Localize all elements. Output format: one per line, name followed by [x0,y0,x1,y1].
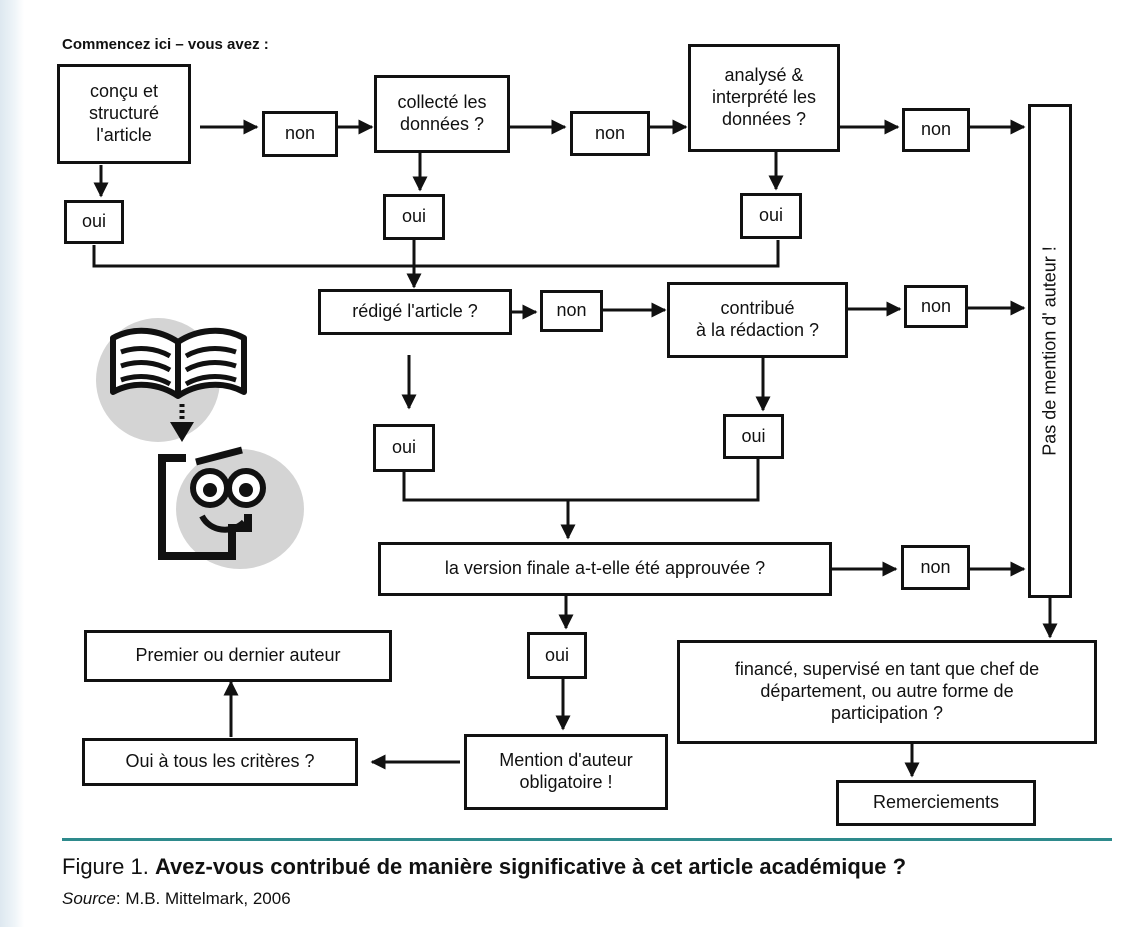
edge-oui-join [92,240,780,268]
node-mention: Mention d'auteur obligatoire ! [464,734,668,810]
node-analyse: analysé & interprété les données ? [688,44,840,152]
node-redige: rédigé l'article ? [318,289,512,335]
node-finance: financé, supervisé en tant que chef de d… [677,640,1097,744]
figure-caption: Figure 1. Avez-vous contribué de manière… [62,854,906,880]
edge-oui-join-2 [402,459,760,502]
node-collecte: collecté les données ? [374,75,510,153]
node-non-1: non [262,111,338,157]
node-premier: Premier ou dernier auteur [84,630,392,682]
book-icon [110,327,247,399]
caption-prefix: Figure 1. [62,854,149,879]
pas-mention-label: Pas de mention d' auteur ! [1039,246,1060,456]
node-non-3: non [902,108,970,152]
node-non-2: non [570,111,650,156]
node-pas-mention: Pas de mention d' auteur ! [1028,104,1072,598]
node-oui-6: oui [527,632,587,679]
down-arrow-icon [170,404,194,442]
source-label: Source [62,889,116,908]
illustration-shadow-bottom [176,449,304,569]
book-reader-illustration [96,318,304,569]
node-contribue: contribué à la rédaction ? [667,282,848,358]
node-remerciements: Remerciements [836,780,1036,826]
face-icon [158,446,266,560]
caption-rule [62,838,1112,841]
node-concu: conçu et structuré l'article [57,64,191,164]
source-text: : M.B. Mittelmark, 2006 [115,889,291,908]
figure-source: Source: M.B. Mittelmark, 2006 [62,889,291,909]
node-oui-5: oui [723,414,784,459]
caption-title: Avez-vous contribué de manière significa… [154,854,907,879]
node-oui-4: oui [373,424,435,472]
node-version: la version finale a-t-elle été approuvée… [378,542,832,596]
node-oui-1: oui [64,200,124,244]
node-non-6: non [901,545,970,590]
node-oui-2: oui [383,194,445,240]
node-non-4: non [540,290,603,332]
node-non-5: non [904,285,968,328]
start-label: Commencez ici – vous avez : [62,36,269,53]
node-tous: Oui à tous les critères ? [82,738,358,786]
node-oui-3: oui [740,193,802,239]
